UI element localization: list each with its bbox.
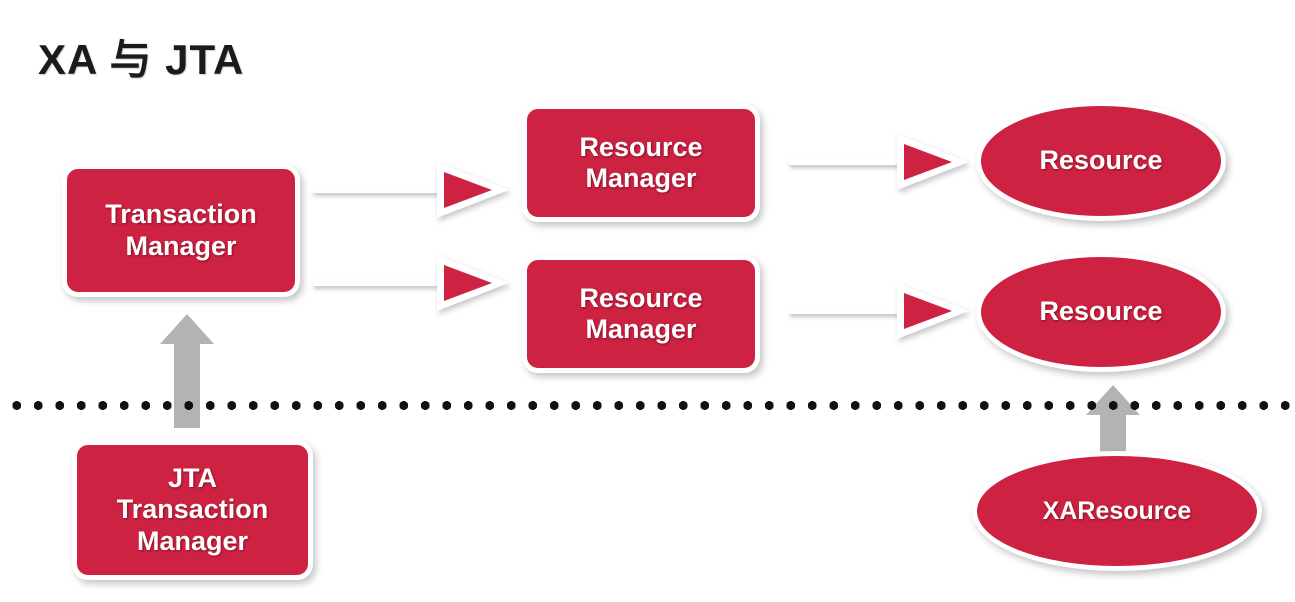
arrow-shaft (174, 343, 200, 428)
node-resource-manager-2[interactable]: Resource Manager (522, 255, 760, 373)
arrow-head-fill (444, 265, 492, 301)
arrow-head-fill (444, 172, 492, 208)
arrow-head (897, 134, 969, 190)
arrow-xaresource-to-resource-2 (1086, 385, 1140, 453)
arrow-head (897, 283, 969, 339)
arrow-shaft (313, 280, 443, 286)
arrow-shaft (789, 159, 903, 165)
arrow-jta-transaction-manager-to-transaction-manager (160, 314, 214, 428)
arrow-head-fill (904, 144, 952, 180)
arrow-transaction-manager-to-resource-manager-1 (313, 162, 509, 218)
page-title: XA 与 JTA (38, 36, 245, 83)
arrow-resource-manager-2-to-resource-2 (789, 283, 969, 339)
arrow-transaction-manager-to-resource-manager-2 (313, 255, 509, 311)
arrow-head-fill (904, 293, 952, 329)
node-resource-2[interactable]: Resource (976, 252, 1226, 372)
arrow-head (437, 255, 509, 311)
layer-divider (0, 401, 1295, 410)
node-resource-manager-1[interactable]: Resource Manager (522, 104, 760, 222)
arrow-shaft (789, 308, 903, 314)
arrow-shaft (313, 187, 443, 193)
node-jta-transaction-manager[interactable]: JTA Transaction Manager (72, 440, 313, 580)
node-xaresource[interactable]: XAResource (972, 451, 1262, 571)
node-resource-1[interactable]: Resource (976, 101, 1226, 221)
arrow-head-up-icon (1086, 385, 1140, 415)
arrow-head-up-icon (160, 314, 214, 344)
arrow-resource-manager-1-to-resource-1 (789, 134, 969, 190)
node-transaction-manager[interactable]: Transaction Manager (62, 164, 300, 297)
arrow-shaft (1100, 414, 1126, 453)
arrow-head (437, 162, 509, 218)
